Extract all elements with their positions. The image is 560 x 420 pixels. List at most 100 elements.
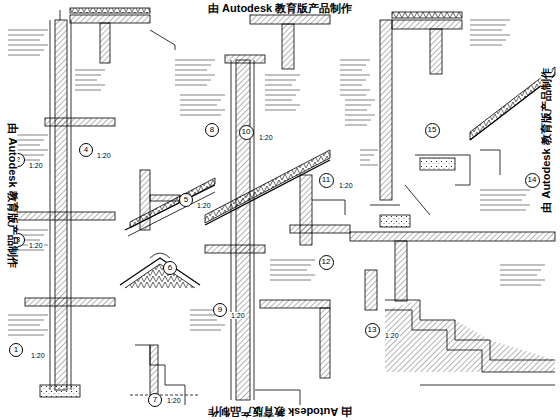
- note-line: [8, 330, 48, 331]
- callout-circle: 1: [9, 343, 23, 357]
- scale-note: 1:20: [166, 397, 182, 404]
- note-line: [470, 35, 510, 36]
- note-line: [265, 95, 296, 96]
- scale-note: 1:20: [28, 162, 44, 169]
- note-line: [500, 265, 545, 266]
- callout-circle: 4: [79, 143, 93, 157]
- watermark: 由 Autodesk 教育版产品制作: [206, 3, 354, 14]
- note-line: [270, 270, 307, 271]
- note-line: [480, 210, 526, 211]
- callout-circle: 13: [365, 323, 380, 338]
- note-line: [190, 330, 221, 331]
- callout-circle: 6: [163, 261, 177, 275]
- callout-circle: 12: [319, 255, 334, 270]
- note-line: [360, 155, 374, 156]
- note-line: [265, 75, 300, 76]
- callout-circle: 11: [319, 173, 334, 188]
- note-line: [8, 55, 40, 56]
- note-line: [175, 60, 215, 61]
- callout-number: 7: [153, 396, 157, 404]
- note-line: [8, 50, 44, 51]
- callout-number: 11: [322, 176, 330, 184]
- note-line: [190, 320, 217, 321]
- scale-note: 1:20: [28, 242, 44, 249]
- note-line: [180, 115, 221, 116]
- callout-number: 6: [168, 264, 172, 272]
- scale-note: 1:20: [258, 134, 274, 141]
- note-line: [470, 25, 506, 26]
- note-line: [500, 280, 545, 281]
- note-line: [175, 80, 211, 81]
- note-line: [180, 110, 225, 111]
- note-line: [470, 45, 502, 46]
- watermark: 由 Autodesk 教育版产品制作: [206, 406, 354, 417]
- scale-note: 1:20: [30, 352, 46, 359]
- note-line: [270, 280, 311, 281]
- scale-note: 1:20: [338, 182, 354, 189]
- note-line: [340, 80, 366, 81]
- callout-number: 1: [14, 346, 18, 354]
- note-line: [265, 90, 300, 91]
- callout-circle: 7: [148, 393, 162, 407]
- note-line: [8, 320, 44, 321]
- note-line: [345, 115, 375, 116]
- note-line: [340, 60, 370, 61]
- note-line: [480, 195, 526, 196]
- note-line: [8, 45, 48, 46]
- note-line: [470, 20, 510, 21]
- note-line: [75, 75, 101, 76]
- watermark: 由 Autodesk 教育版产品制作: [7, 121, 18, 269]
- note-line: [340, 95, 366, 96]
- note-line: [180, 95, 225, 96]
- note-line: [345, 110, 367, 111]
- note-line: [265, 105, 300, 106]
- note-line: [75, 90, 101, 91]
- note-line: [270, 275, 315, 276]
- note-line: [8, 40, 40, 41]
- note-line: [175, 85, 207, 86]
- note-line: [500, 285, 541, 286]
- note-line: [180, 100, 221, 101]
- callout-circle: 9: [213, 303, 227, 317]
- note-line: [340, 85, 362, 86]
- scale-note: 1:20: [96, 152, 112, 159]
- note-line: [8, 35, 44, 36]
- callout-circle: 15: [425, 123, 440, 138]
- note-line: [340, 90, 370, 91]
- note-line: [340, 70, 362, 71]
- callout-circle: 14: [525, 173, 540, 188]
- note-line: [270, 265, 311, 266]
- note-line: [480, 205, 530, 206]
- note-line: [265, 110, 296, 111]
- note-line: [480, 200, 522, 201]
- note-line: [8, 325, 40, 326]
- note-line: [345, 120, 371, 121]
- note-line: [360, 150, 378, 151]
- note-line: [8, 315, 48, 316]
- note-line: [175, 65, 211, 66]
- callout-number: 10: [242, 128, 251, 136]
- callout-number: 14: [528, 176, 537, 184]
- note-line: [175, 75, 215, 76]
- note-line: [8, 30, 48, 31]
- note-line: [345, 105, 371, 106]
- callout-number: 12: [322, 258, 331, 266]
- scale-note: 1:20: [230, 312, 246, 319]
- note-line: [345, 100, 375, 101]
- callout-number: 8: [210, 126, 214, 134]
- callout-circle: 8: [205, 123, 219, 137]
- note-line: [340, 75, 370, 76]
- note-line: [340, 65, 366, 66]
- note-line: [8, 335, 44, 336]
- note-line: [265, 85, 292, 86]
- note-line: [360, 160, 370, 161]
- callout-number: 15: [428, 126, 437, 134]
- note-line: [470, 30, 502, 31]
- callout-number: 5: [184, 196, 188, 204]
- callout-number: 4: [84, 146, 88, 154]
- note-line: [500, 270, 541, 271]
- scale-note: 1:20: [384, 332, 400, 339]
- note-line: [75, 80, 97, 81]
